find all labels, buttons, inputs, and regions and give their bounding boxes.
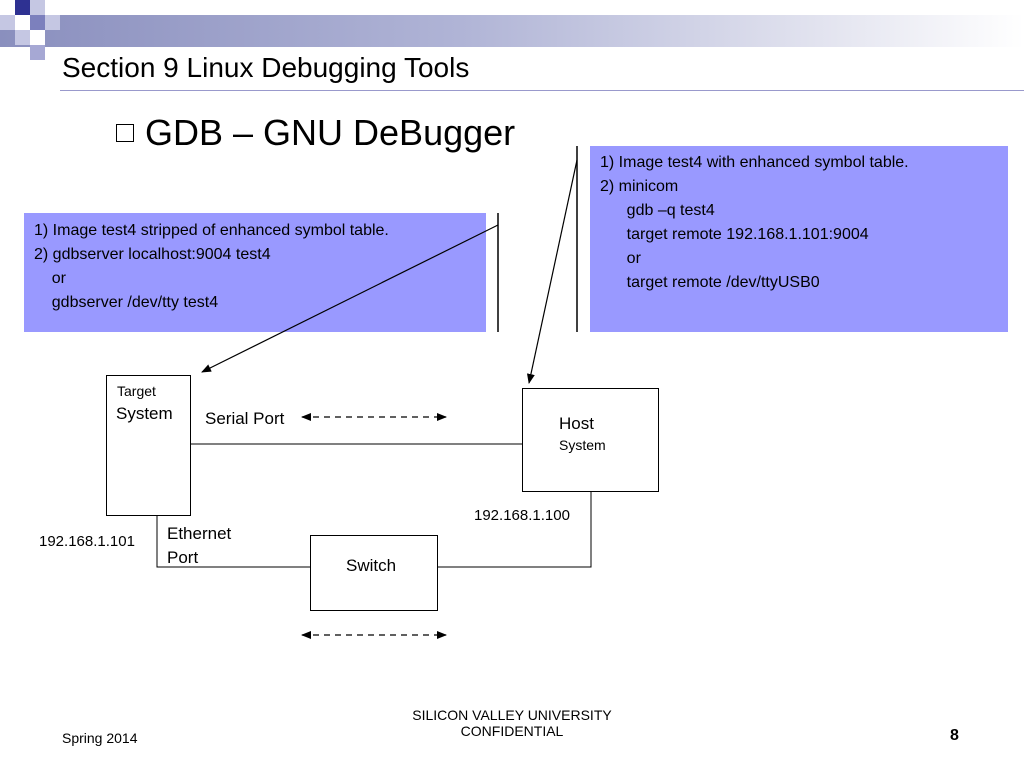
note-line: target remote 192.168.1.101:9004	[600, 226, 869, 243]
note-line: 2) gdbserver localhost:9004 test4	[34, 246, 271, 263]
note-line: 1) Image test4 stripped of enhanced symb…	[34, 222, 389, 239]
target-system-box: Target System	[106, 375, 191, 516]
footer-org: SILICON VALLEY UNIVERSITY CONFIDENTIAL	[362, 707, 662, 739]
ethernet-label-line1: Ethernet	[167, 524, 232, 543]
arrow-to-host	[526, 159, 578, 384]
footer-org-line1: SILICON VALLEY UNIVERSITY	[412, 707, 612, 723]
host-ethernet-link	[438, 492, 592, 568]
host-label-small: System	[559, 437, 606, 453]
host-instructions-note: 1) Image test4 with enhanced symbol tabl…	[590, 146, 1008, 332]
footer-date: Spring 2014	[62, 730, 138, 746]
note-line: gdbserver /dev/tty test4	[34, 294, 219, 311]
host-label-large: Host	[559, 414, 594, 433]
title-divider	[60, 90, 1024, 91]
target-label-large: System	[116, 404, 173, 423]
switch-label: Switch	[346, 556, 397, 575]
arrow-to-target	[201, 224, 499, 373]
switch-box: Switch	[310, 535, 438, 611]
target-instructions-note: 1) Image test4 stripped of enhanced symb…	[24, 213, 486, 332]
note-line: 2) minicom	[600, 178, 679, 195]
host-ip-label: 192.168.1.100	[474, 507, 570, 524]
note-line: 1) Image test4 with enhanced symbol tabl…	[600, 154, 909, 171]
slide-title: Section 9 Linux Debugging Tools	[62, 52, 470, 83]
target-ethernet-link	[156, 516, 310, 568]
target-ip-label: 192.168.1.101	[39, 533, 135, 550]
ethernet-label-line2: Port	[167, 548, 199, 567]
header-gradient-bar	[0, 15, 1024, 47]
note-line: or	[600, 250, 641, 267]
note-line: or	[34, 270, 67, 287]
page-number: 8	[950, 727, 959, 744]
note-line: gdb –q test4	[600, 202, 715, 219]
serial-port-label: Serial Port	[205, 409, 285, 428]
footer-org-line2: CONFIDENTIAL	[460, 723, 564, 739]
host-system-box: Host System	[522, 388, 659, 492]
bullet-square-icon	[116, 124, 134, 142]
bullet-heading: GDB – GNU DeBugger	[145, 112, 516, 153]
note-line: target remote /dev/ttyUSB0	[600, 274, 820, 291]
target-label-small: Target	[117, 383, 156, 399]
